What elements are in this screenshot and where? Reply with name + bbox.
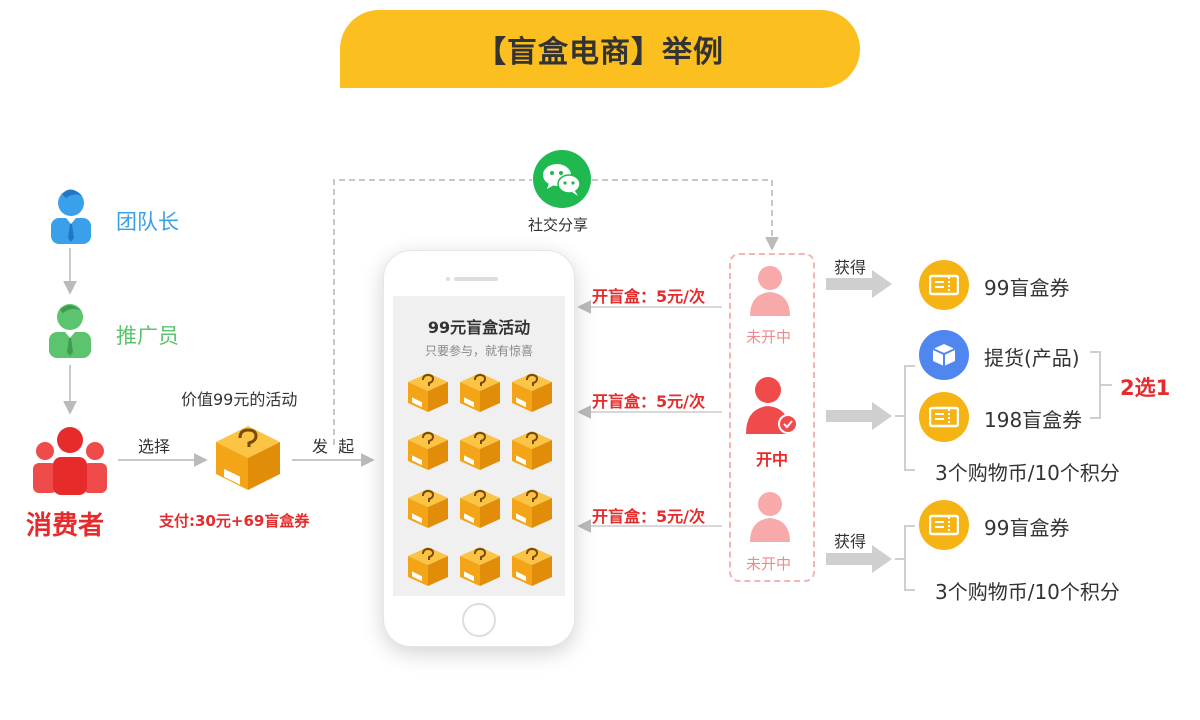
fat-arrow-2 bbox=[826, 402, 892, 430]
promoter-icon bbox=[46, 300, 94, 364]
gain-label-1: 获得 bbox=[834, 258, 867, 277]
leader-icon bbox=[48, 186, 94, 250]
person-not-won-icon bbox=[748, 488, 792, 548]
reward-coins-mid: 3个购物币/10个积分 bbox=[935, 461, 1120, 485]
reward-pickup: 提货(产品) bbox=[984, 346, 1080, 370]
package-icon bbox=[919, 330, 969, 380]
gain-label-2: 获得 bbox=[834, 532, 867, 551]
mystery-box-item[interactable] bbox=[509, 542, 555, 588]
phone-camera bbox=[446, 277, 450, 281]
role-consumer: 消费者 bbox=[26, 511, 105, 541]
page-title: 【盲盒电商】举例 bbox=[476, 35, 724, 70]
bracket-mid bbox=[904, 365, 915, 471]
mystery-box-icon bbox=[210, 418, 286, 496]
role-promoter: 推广员 bbox=[116, 324, 179, 348]
outcome-not-won-2: 未开中 bbox=[746, 555, 792, 573]
phone-speaker bbox=[454, 277, 498, 281]
fat-arrow-1 bbox=[826, 270, 892, 298]
open-price-2: 开盲盒：5元/次 bbox=[592, 392, 705, 411]
phone-mockup: 99元盲盒活动 只要参与，就有惊喜 bbox=[383, 250, 575, 647]
mystery-box-item[interactable] bbox=[509, 368, 555, 414]
share-path-left bbox=[333, 179, 532, 445]
coupon-icon bbox=[919, 392, 969, 442]
bracket-bottom bbox=[904, 525, 915, 591]
activity-title: 99元盲盒活动 bbox=[427, 318, 531, 337]
open-price-3: 开盲盒：5元/次 bbox=[592, 507, 705, 526]
box-grid bbox=[405, 368, 555, 588]
choose-label: 2选1 bbox=[1120, 376, 1171, 400]
reward-bottom-coupon: 99盲盒券 bbox=[984, 516, 1070, 540]
share-label: 社交分享 bbox=[528, 216, 589, 234]
mystery-box-item[interactable] bbox=[457, 368, 503, 414]
outcome-not-won-1: 未开中 bbox=[746, 328, 792, 346]
select-label: 选择 bbox=[138, 437, 171, 456]
share-path-right bbox=[592, 179, 779, 251]
activity-label: 价值99元的活动 bbox=[181, 390, 298, 409]
fat-arrow-3 bbox=[826, 545, 892, 573]
mystery-box-item[interactable] bbox=[457, 484, 503, 530]
mystery-box-item[interactable] bbox=[405, 426, 451, 472]
home-button[interactable] bbox=[462, 603, 496, 637]
mystery-box-item[interactable] bbox=[405, 542, 451, 588]
activity-subtitle: 只要参与，就有惊喜 bbox=[424, 344, 533, 358]
coupon-icon bbox=[919, 500, 969, 550]
mystery-box-item[interactable] bbox=[457, 426, 503, 472]
person-won-icon bbox=[744, 374, 800, 440]
reward-top-coupon: 99盲盒券 bbox=[984, 276, 1070, 300]
mystery-box-item[interactable] bbox=[509, 484, 555, 530]
title-banner: 【盲盒电商】举例 bbox=[340, 10, 860, 88]
role-leader: 团队长 bbox=[116, 210, 179, 234]
reward-coupon-198: 198盲盒券 bbox=[984, 408, 1083, 432]
open-price-1: 开盲盒：5元/次 bbox=[592, 287, 705, 306]
mystery-box-item[interactable] bbox=[509, 426, 555, 472]
reward-coins-bottom: 3个购物币/10个积分 bbox=[935, 580, 1120, 604]
launch-label: 发 起 bbox=[312, 437, 355, 456]
phone-screen: 99元盲盒活动 只要参与，就有惊喜 bbox=[393, 296, 565, 596]
person-not-won-icon bbox=[748, 262, 792, 322]
coupon-icon bbox=[919, 260, 969, 310]
wechat-icon bbox=[533, 150, 591, 208]
mystery-box-item[interactable] bbox=[405, 368, 451, 414]
outcome-won: 开中 bbox=[756, 450, 789, 469]
mystery-box-item[interactable] bbox=[405, 484, 451, 530]
pay-label: 支付:30元+69盲盒券 bbox=[159, 512, 310, 530]
consumer-group-icon bbox=[30, 425, 110, 501]
mystery-box-item[interactable] bbox=[457, 542, 503, 588]
bracket-choose bbox=[1090, 351, 1101, 419]
results-box bbox=[729, 253, 815, 582]
